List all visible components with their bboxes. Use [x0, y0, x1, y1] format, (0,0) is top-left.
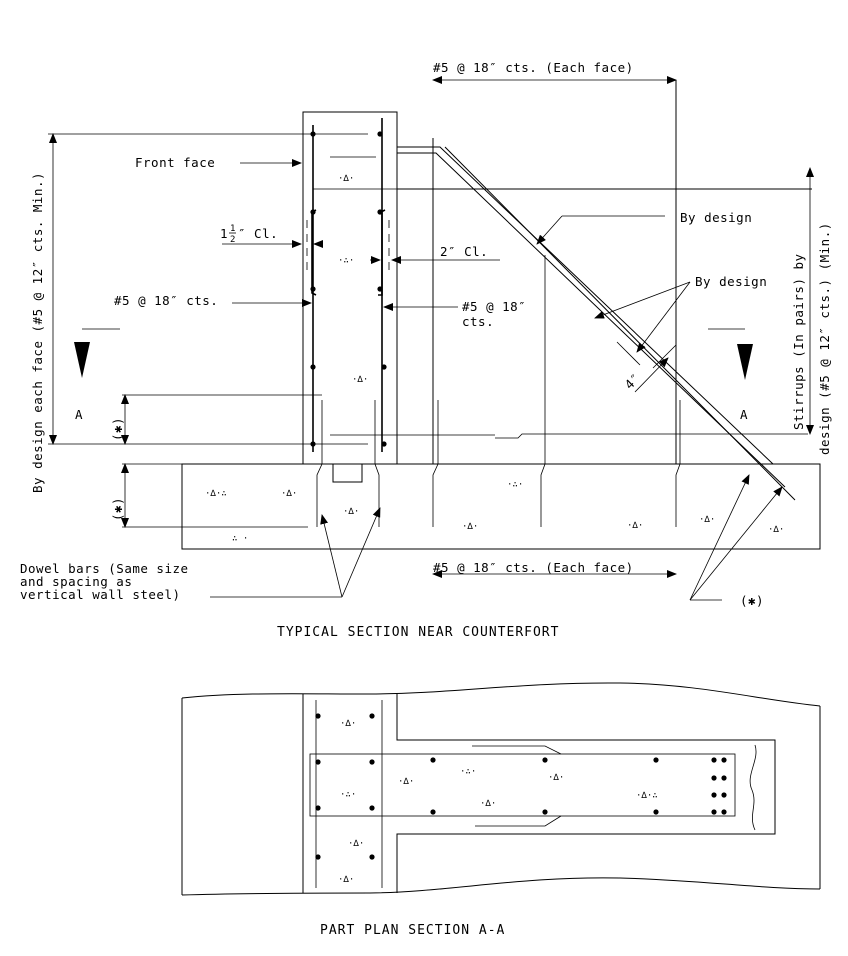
- four-inch-dim-line: [634, 357, 669, 393]
- svg-text:∴ ·: ∴ ·: [232, 534, 248, 544]
- svg-text:·∆·: ·∆·: [699, 515, 715, 525]
- clear-left-unit: ″ Cl.: [238, 226, 278, 241]
- clear-left-num: 1: [230, 224, 235, 234]
- footing-outline: [181, 463, 821, 550]
- svg-text:·∆·: ·∆·: [480, 799, 496, 809]
- counterfort-outline: [397, 80, 812, 464]
- right-vertical-label-1: Stirrups (In pairs) by: [791, 253, 806, 430]
- star-label-right: (✱): [740, 593, 764, 608]
- by-design-leader-2b: [636, 281, 691, 353]
- by-design-label-2: By design: [695, 274, 767, 289]
- svg-text:·∆·: ·∆·: [398, 777, 414, 787]
- back-hook-bar: [378, 209, 386, 296]
- plan-section: ·∆· ·∆· ·∴· ·∆· ·∴· ·∆· ·∆·∴ ·∆· ·∆· PAR…: [181, 682, 821, 938]
- counterfort-bar-4: [675, 400, 681, 527]
- plan-break-top: [181, 682, 821, 707]
- by-design-label-1: By design: [680, 210, 752, 225]
- dowel-label-1: Dowel bars (Same size: [20, 561, 189, 576]
- svg-text:·∆·: ·∆·: [348, 839, 364, 849]
- section-title: TYPICAL SECTION NEAR COUNTERFORT: [277, 625, 559, 640]
- svg-text:·∆·: ·∆·: [281, 489, 297, 499]
- dowel-label-2: and spacing as: [20, 574, 132, 589]
- dowel-bar-right: [374, 400, 380, 527]
- svg-text:·∆·∴: ·∆·∴: [636, 791, 658, 801]
- plan-stirrup-top: [472, 745, 562, 755]
- plan-title: PART PLAN SECTION A-A: [320, 923, 505, 938]
- clear-left-whole: 1: [220, 226, 228, 241]
- counterfort-inclined-bar-2: [444, 146, 796, 501]
- front-face-label: Front face: [135, 155, 215, 170]
- dowel-leader-2: [341, 507, 381, 598]
- counterfort-bar-2: [540, 400, 546, 527]
- star-label-1: (✱): [110, 417, 125, 441]
- left-bars-label: #5 @ 18″ cts.: [114, 293, 218, 308]
- clear-left-den: 2: [230, 235, 235, 245]
- counterfort-inclined-bar: [397, 152, 786, 488]
- plan-counterfort-cage: [309, 753, 736, 817]
- by-design-leader-1b: [536, 215, 563, 245]
- left-vertical-label: By design each face (#5 @ 12″ cts. Min.): [30, 172, 45, 493]
- four-inch-dim-b: [652, 344, 677, 369]
- right-bars-label-2: cts.: [462, 314, 494, 329]
- counterfort-inclined-edge: [397, 146, 774, 465]
- svg-text:·∴·: ·∴·: [460, 767, 476, 777]
- star-leader-1: [689, 474, 750, 601]
- svg-text:·∆·: ·∆·: [548, 773, 564, 783]
- typical-section: ·∆· ·∴· ·∆· ·∆·∴ ·∆· ∴ · ·∆· ·∴· ·∆· ·∆·…: [20, 60, 832, 640]
- svg-text:·∴·: ·∴·: [340, 790, 356, 800]
- four-inch-label: 4″: [622, 370, 644, 392]
- plan-stirrup-bottom: [475, 815, 562, 827]
- svg-text:·∆·: ·∆·: [352, 375, 368, 385]
- section-mark-left: A: [75, 407, 83, 422]
- clear-right-label: 2″ Cl.: [440, 244, 488, 259]
- four-inch-dim-a: [616, 341, 641, 366]
- stirrup-bottom-bar: [495, 433, 808, 439]
- section-arrow-left: [74, 342, 90, 378]
- svg-text:·∆·: ·∆·: [338, 174, 354, 184]
- svg-text:·∴·: ·∴·: [507, 480, 523, 490]
- svg-text:·∴·: ·∴·: [338, 256, 354, 266]
- counterfort-bar-1: [432, 400, 439, 527]
- wall-stem-outline: [302, 111, 398, 464]
- shear-key: [332, 464, 363, 483]
- plan-break-bottom: [181, 877, 821, 896]
- bottom-dimension-label: #5 @ 18″ cts. (Each face): [433, 560, 634, 575]
- star-leader-2: [689, 486, 783, 601]
- svg-text:·∆·: ·∆·: [768, 525, 784, 535]
- svg-text:·∆·: ·∆·: [338, 875, 354, 885]
- svg-text:·∆·∴: ·∆·∴: [205, 489, 227, 499]
- dowel-bar-left: [316, 400, 323, 527]
- plan-break-end: [749, 744, 757, 831]
- rebar-dots: [310, 131, 387, 447]
- front-hook-bar: [311, 209, 317, 296]
- section-mark-right: A: [740, 407, 748, 422]
- dowel-label-3: vertical wall steel): [20, 587, 181, 602]
- right-bars-label-1: #5 @ 18″: [462, 299, 526, 314]
- section-arrow-right: [737, 344, 753, 380]
- svg-text:·∆·: ·∆·: [343, 507, 359, 517]
- svg-text:·∆·: ·∆·: [627, 521, 643, 531]
- top-dimension-label: #5 @ 18″ cts. (Each face): [433, 60, 634, 75]
- concrete-aggregate: ·∆· ·∴· ·∆· ·∆·∴ ·∆· ∴ · ·∆· ·∴· ·∆· ·∆·…: [205, 174, 784, 544]
- svg-text:·∆·: ·∆·: [462, 522, 478, 532]
- dowel-leader-1: [320, 514, 343, 598]
- right-vertical-label-2: design (#5 @ 12″ cts.) (Min.): [817, 222, 832, 455]
- plan-aggregate: ·∆· ·∆· ·∴· ·∆· ·∴· ·∆· ·∆·∴ ·∆· ·∆·: [338, 719, 658, 885]
- plan-rebar-dots: [315, 713, 727, 860]
- svg-text:·∆·: ·∆·: [340, 719, 356, 729]
- by-design-leader-2a: [594, 281, 691, 319]
- star-label-2: (✱): [110, 497, 125, 521]
- plan-wall-outline: [302, 694, 776, 893]
